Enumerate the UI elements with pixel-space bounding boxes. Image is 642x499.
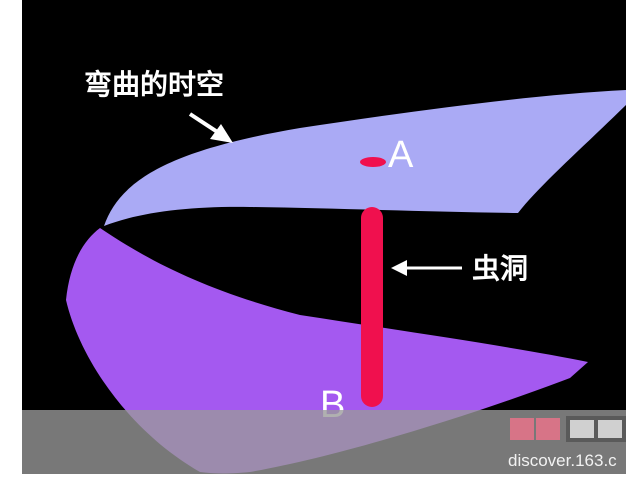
wormhole-arrow-icon	[391, 260, 462, 276]
upper-spacetime-sheet	[104, 90, 626, 226]
point-a-marker	[360, 157, 386, 167]
watermark-url: discover.163.c	[508, 451, 617, 470]
right-border	[626, 0, 642, 499]
wormhole-label: 虫洞	[472, 252, 528, 285]
curved-spacetime-arrow-icon	[188, 112, 233, 143]
wormhole-tube	[361, 207, 383, 407]
curved-spacetime-label: 弯曲的时空	[84, 68, 224, 101]
watermark-logo	[510, 416, 626, 442]
point-a-label: A	[388, 134, 414, 176]
bottom-border	[0, 474, 642, 499]
